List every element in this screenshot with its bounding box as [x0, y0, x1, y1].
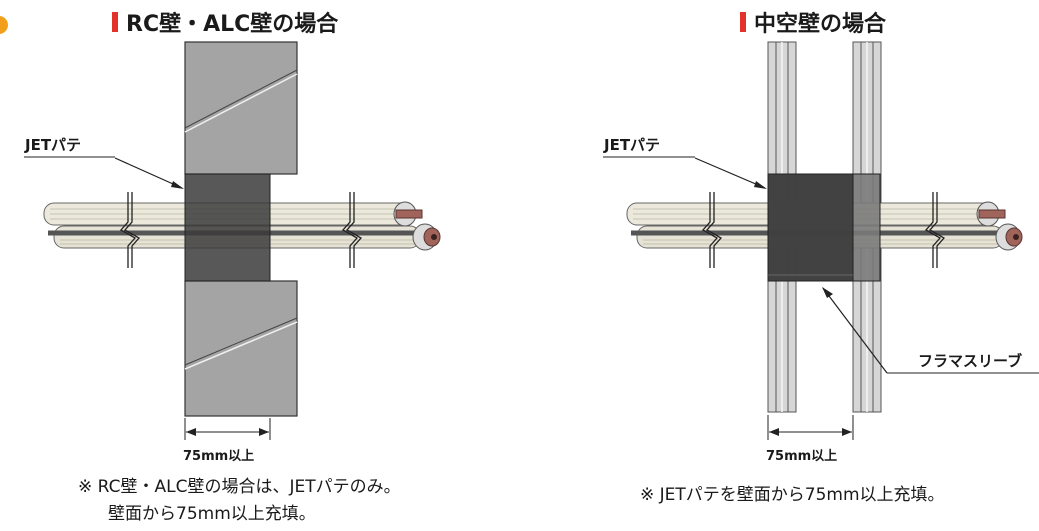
copper-pipe-upper — [978, 209, 1006, 219]
rc-alc-diagram — [24, 41, 441, 440]
hollow-title: 中空壁の場合 — [740, 6, 886, 38]
dim-arrow-left — [186, 428, 196, 436]
dimension-label: 75mm以上 — [766, 449, 838, 464]
jet-putty-fill — [767, 173, 854, 282]
wall-lower-hatch-1 — [184, 317, 298, 366]
break-mark-left-2 — [123, 192, 141, 268]
break-mark-left — [701, 192, 719, 268]
dim-arrow-right — [259, 428, 269, 436]
hollow-wall-panel: 中空壁の場合 — [520, 0, 1039, 531]
break-mark-right-2 — [928, 192, 946, 268]
wall-upper-hatch-1 — [184, 69, 298, 129]
wall-upper — [184, 41, 298, 175]
putty-leader — [114, 157, 183, 189]
break-mark-right-2 — [345, 192, 363, 268]
title-marker — [112, 12, 118, 32]
rc-alc-title-text: RC壁・ALC壁の場合 — [126, 12, 339, 37]
note-line-1: ※ JETパテを壁面から75mm以上充填。 — [640, 485, 945, 505]
note-line-1: ※ RC壁・ALC壁の場合は、JETパテのみ。 — [78, 477, 401, 497]
jet-putty-label: JETパテ — [25, 136, 82, 154]
sleeve-leader — [822, 287, 888, 374]
note-line-2: 壁面から75mm以上充填。 — [108, 504, 316, 524]
break-mark-left — [119, 192, 137, 268]
hollow-title-text: 中空壁の場合 — [754, 12, 887, 37]
wall-lower — [184, 280, 298, 417]
sleeve-leader-arrowhead — [822, 287, 833, 298]
break-mark-left-2 — [705, 192, 723, 268]
rc-alc-title: RC壁・ALC壁の場合 — [112, 6, 338, 38]
putty-leader-arrowhead — [754, 181, 767, 189]
jet-putty-fill — [184, 173, 271, 282]
rc-alc-wall-panel: RC壁・ALC壁の場合 — [24, 6, 441, 524]
dim-arrow-left — [769, 428, 779, 436]
copper-pipe-upper — [395, 209, 423, 219]
break-mark-right — [924, 192, 942, 268]
corner-marker — [0, 16, 8, 34]
dimension-label: 75mm以上 — [183, 449, 255, 464]
copper-hole-lower — [431, 234, 437, 240]
putty-leader — [694, 157, 766, 189]
copper-hole-lower — [1013, 234, 1019, 240]
break-mark-right — [341, 192, 359, 268]
dim-arrow-right — [842, 428, 852, 436]
wall-lower-hatch-2 — [184, 321, 298, 370]
wall-upper-hatch-2 — [184, 73, 298, 133]
putty-leader-arrowhead — [171, 181, 184, 189]
title-marker — [740, 12, 746, 32]
hollow-wall-diagram — [603, 41, 1039, 440]
jet-putty-label: JETパテ — [604, 136, 661, 154]
flama-sleeve-label: フラマスリーブ — [918, 352, 1023, 370]
